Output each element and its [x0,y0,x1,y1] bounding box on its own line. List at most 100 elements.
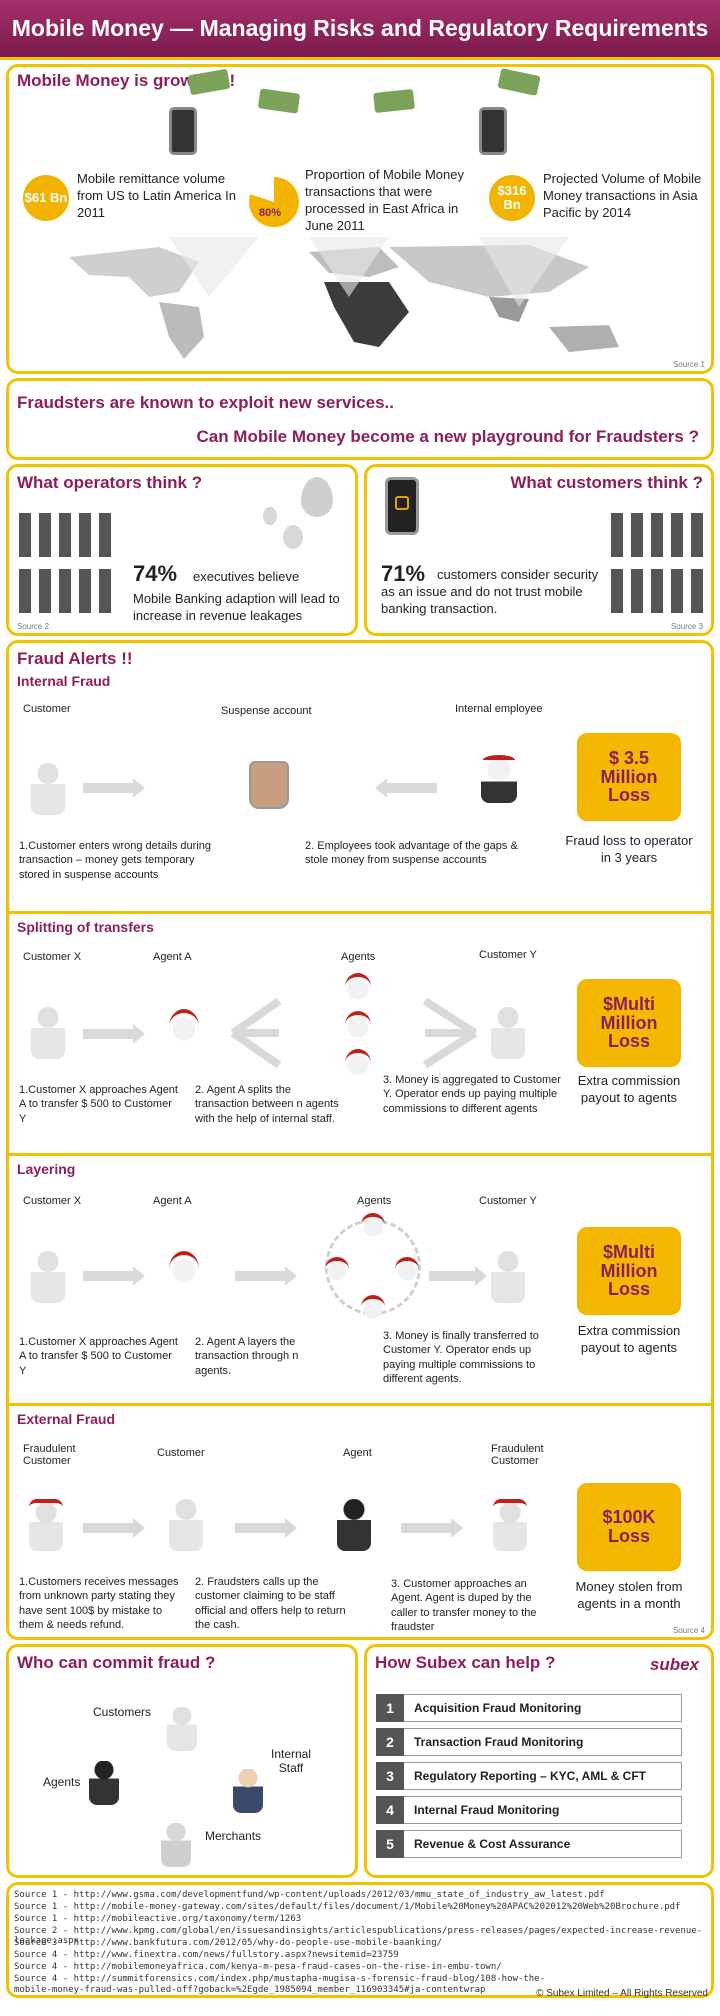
layering-col-agents: Agents [357,1195,392,1207]
splitting-col-agent-a: Agent A [153,951,192,963]
splitting-col-customer-y: Customer Y [479,949,537,961]
operators-text1: executives believe [193,569,300,584]
section-divider [6,911,714,914]
merchant-person-icon [161,1823,191,1867]
agent-devil-icon [345,1011,371,1039]
layering-step1: 1.Customer X approaches Agent A to trans… [19,1336,178,1377]
staff-person-icon [233,1769,263,1813]
operators-panel: What operators think ? 74% executives be… [6,464,358,636]
source-label: Source 2 [17,622,50,631]
help-item-label: Acquisition Fraud Monitoring [414,1701,582,1715]
source-link[interactable]: Source 2 - http://www.kpmg.com/global/en… [14,1926,703,1946]
help-item-number: 4 [376,1796,404,1824]
help-item-label: Regulatory Reporting – KYC, AML & CFT [414,1769,647,1783]
layering-loss-box: $Multi Million Loss [577,1227,681,1315]
customer-icon [169,1499,203,1551]
source-link[interactable]: Source 4 - http://mobilemoneyafrica.com/… [14,1962,502,1972]
agent-a-devil-icon [169,1251,199,1287]
agent-devil-icon [361,1295,385,1319]
source-link[interactable]: Source 4 - http://www.finextra.com/news/… [14,1950,399,1960]
fraudsters-line1: Fraudsters are known to exploit new serv… [17,393,394,412]
arrow-icon [429,1266,487,1286]
agent-icon [337,1499,371,1551]
help-item-1: 1 Acquisition Fraud Monitoring [376,1694,682,1722]
who-merchants-label: Merchants [205,1829,262,1843]
source-link[interactable]: Source 1 - http://mobile-money-gateway.c… [14,1902,681,1912]
external-col-customer: Customer [157,1447,205,1459]
source-link[interactable]: Source 1 - http://mobileactive.org/taxon… [14,1914,302,1924]
stat1-text: Mobile remittance volume from US to Lati… [77,171,236,220]
stat2-text: Proportion of Mobile Money transactions … [305,167,464,233]
droplet-icon [263,507,277,525]
help-item-3: 3 Regulatory Reporting – KYC, AML & CFT [376,1762,682,1790]
source-label: Source 3 [670,622,703,631]
help-item-number: 2 [376,1728,404,1756]
fraudulent-customer-icon [29,1499,63,1551]
external-col-agent: Agent [343,1447,372,1459]
agent-devil-icon [361,1213,385,1237]
section-divider [6,1403,714,1406]
help-item-2: 2 Transaction Fraud Monitoring [376,1728,682,1756]
internal-col-employee: Internal employee [455,703,543,715]
arrow-icon [235,1518,297,1538]
fraudsters-panel: Fraudsters are known to exploit new serv… [6,378,714,460]
customer-x-icon [31,1007,65,1059]
internal-step1: 1.Customer enters wrong details during t… [19,840,211,881]
who-agents-label: Agents [43,1775,81,1789]
copyright-text: © Subex Limited – All Rights Reserved [536,1988,708,1999]
section-divider [6,1153,714,1156]
help-item-4: 4 Internal Fraud Monitoring [376,1796,682,1824]
customers-panel: What customers think ? 71% customers con… [364,464,714,636]
external-fraud-title: External Fraud [17,1411,116,1427]
help-item-number: 1 [376,1694,404,1722]
operators-pct: 74% [133,561,178,586]
people-group-icon [19,513,115,613]
customer-y-icon [491,1007,525,1059]
source-link[interactable]: Source 4 - http://summitforensics.com/in… [14,1974,546,1995]
agent-devil-icon [395,1257,419,1281]
lock-icon [395,496,409,510]
source-link[interactable]: Source 3 - http://www.bankfutura.com/201… [14,1938,443,1948]
money-icon [373,88,415,114]
splitting-loss-caption: Extra commission payout to agents [577,1073,681,1105]
who-customers-label: Customers [93,1705,152,1719]
customer-x-icon [31,1251,65,1303]
help-item-label: Revenue & Cost Assurance [414,1837,571,1851]
fraudulent-customer-icon [493,1499,527,1551]
source-link[interactable]: Source 1 - http://www.gsma.com/developme… [14,1890,605,1900]
merge-arrows-icon [422,997,478,1069]
layering-col-customer-y: Customer Y [479,1195,537,1207]
splitting-col-agents: Agents [341,951,376,963]
layering-loss-caption: Extra commission payout to agents [577,1323,681,1355]
who-panel: Who can commit fraud ? Customers Agents … [6,1644,358,1878]
splitting-step3: 3. Money is aggregated to Customer Y. Op… [383,1074,561,1115]
help-item-label: Internal Fraud Monitoring [414,1803,560,1817]
splitting-col-customer-x: Customer X [23,951,82,963]
splitting-step2: 2. Agent A splits the transaction betwee… [195,1084,339,1125]
external-loss-box: $100K Loss [577,1483,681,1571]
growing-title: Mobile Money is growing !! [17,71,236,90]
customer-y-icon [491,1251,525,1303]
internal-col-customer: Customer [23,703,71,715]
agent-person-icon [89,1761,119,1805]
arrow-icon [83,1518,145,1538]
customers-title: What customers think ? [510,473,703,492]
devil-employee-icon [481,755,517,803]
help-item-5: 5 Revenue & Cost Assurance [376,1830,682,1858]
splitting-title: Splitting of transfers [17,919,154,935]
fraud-alerts-panel: Fraud Alerts !! Internal Fraud Customer … [6,640,714,1640]
customer-person-icon [31,763,65,815]
splitting-loss-box: $Multi Million Loss [577,979,681,1067]
money-icon [257,88,301,114]
help-item-number: 5 [376,1830,404,1858]
page-title: Mobile Money — Managing Risks and Regula… [0,0,720,60]
layering-col-agent-a: Agent A [153,1195,192,1207]
split-arrows-icon [230,997,282,1069]
arrow-icon [83,778,145,798]
internal-col-suspense: Suspense account [221,705,312,717]
customers-pct: 71% [381,561,426,586]
help-item-label: Transaction Fraud Monitoring [414,1735,584,1749]
phone-icon [479,107,507,155]
arrow-icon [83,1266,145,1286]
arrow-icon [401,1518,463,1538]
